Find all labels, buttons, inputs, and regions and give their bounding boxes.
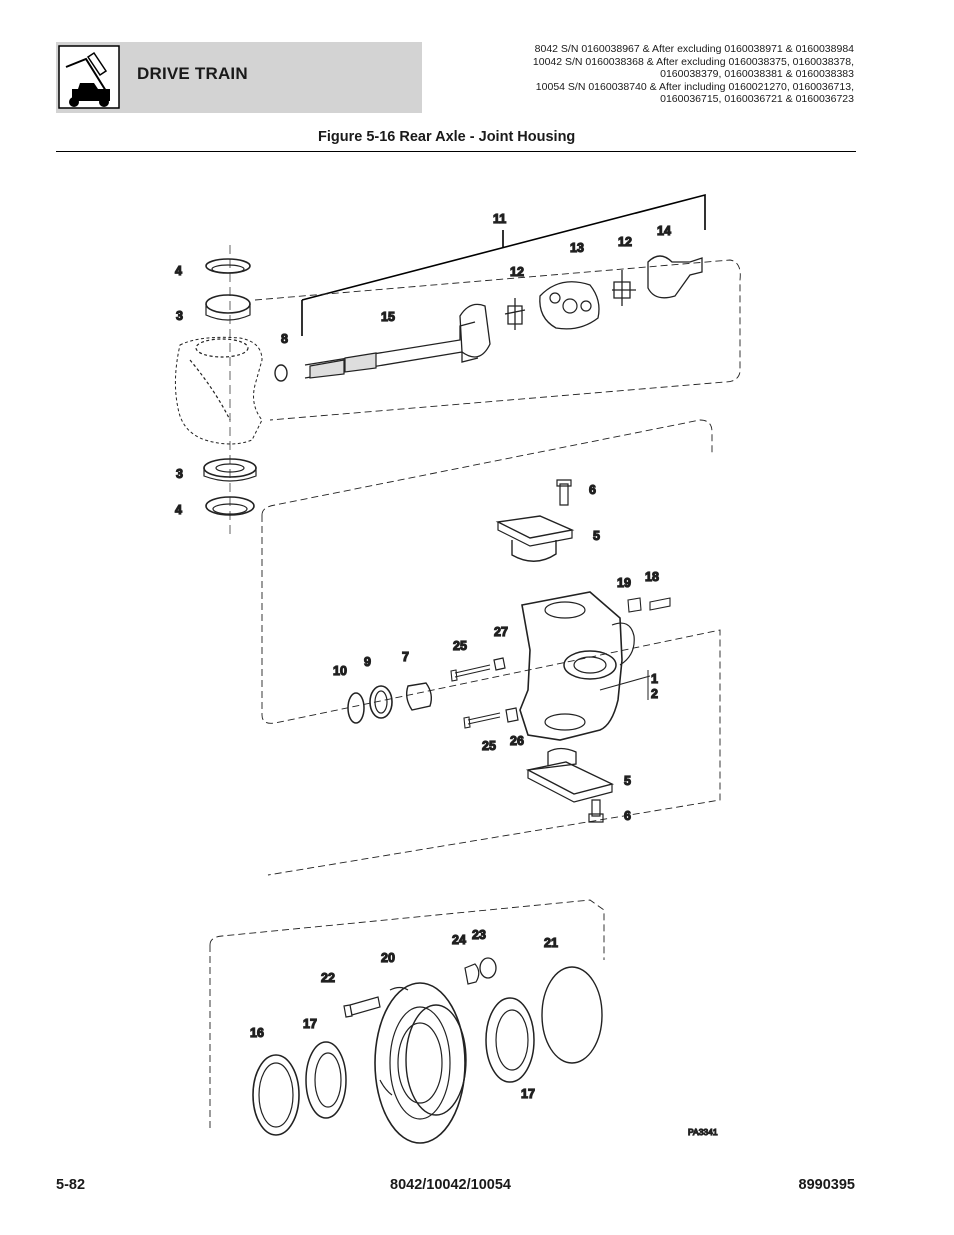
joint-housing-group [261,419,721,876]
callout-label: 8 [281,332,288,346]
callout-label: 19 [617,576,631,590]
callout-label: 17 [521,1087,535,1101]
applicability-line: 0160038379, 0160038381 & 0160038383 [660,68,854,81]
callout-label: 5 [593,529,600,543]
callout-label: 13 [570,241,584,255]
shaft-assembly-group [174,193,741,535]
callout-label: 22 [321,971,335,985]
figure-title: Figure 5-16 Rear Axle - Joint Housing [318,129,576,145]
applicability-line: 10042 S/N 0160038368 & After excluding 0… [532,55,854,68]
applicability-line: 8042 S/N 0160038967 & After excluding 01… [534,43,854,55]
callout-label: 17 [303,1017,317,1031]
callout-label: 3 [176,467,183,481]
section-title: DRIVE TRAIN [137,64,248,83]
callout-label: 21 [544,936,558,950]
callout-label: 11 [493,212,506,226]
callout-label: 6 [624,809,631,823]
page-number: 5-82 [56,1177,86,1193]
applicability-line: 10054 S/N 0160038740 & After including 0… [535,80,854,93]
callout-label: 12 [510,265,524,279]
callout-label: 10 [333,664,347,678]
hub-group [209,899,605,1144]
applicability-line: 0160036715, 0160036721 & 0160036723 [660,93,854,106]
title-divider [56,151,856,152]
callout-label: 1 [651,672,658,686]
callout-label: 6 [589,483,596,497]
callout-label: 15 [381,310,395,324]
callout-label: 4 [175,503,182,517]
callout-label: 4 [175,264,182,278]
callout-label: 9 [364,655,371,669]
callout-label: 3 [176,309,183,323]
callout-label: 14 [657,224,671,238]
telehandler-icon [58,45,120,109]
callout-label: 20 [381,951,395,965]
callout-labels: 4 3 8 15 11 12 13 12 14 3 4 6 5 19 18 10… [174,211,718,1137]
callout-label: 2 [651,687,658,701]
callout-label: 25 [482,739,496,753]
callout-label: 18 [645,570,659,584]
callout-label: 26 [510,734,524,748]
figure-code: PA3341 [688,1127,718,1137]
serial-applicability: 8042 S/N 0160038967 & After excluding 01… [454,43,854,106]
model-numbers: 8042/10042/10054 [390,1177,511,1193]
callout-label: 7 [402,650,409,664]
callout-label: 24 [452,933,466,947]
callout-label: 25 [453,639,467,653]
manual-number: 8990395 [798,1177,855,1193]
callout-label: 23 [472,928,486,942]
callout-label: 27 [494,625,508,639]
callout-label: 12 [618,235,632,249]
callout-label: 5 [624,774,631,788]
callout-label: 16 [250,1026,264,1040]
